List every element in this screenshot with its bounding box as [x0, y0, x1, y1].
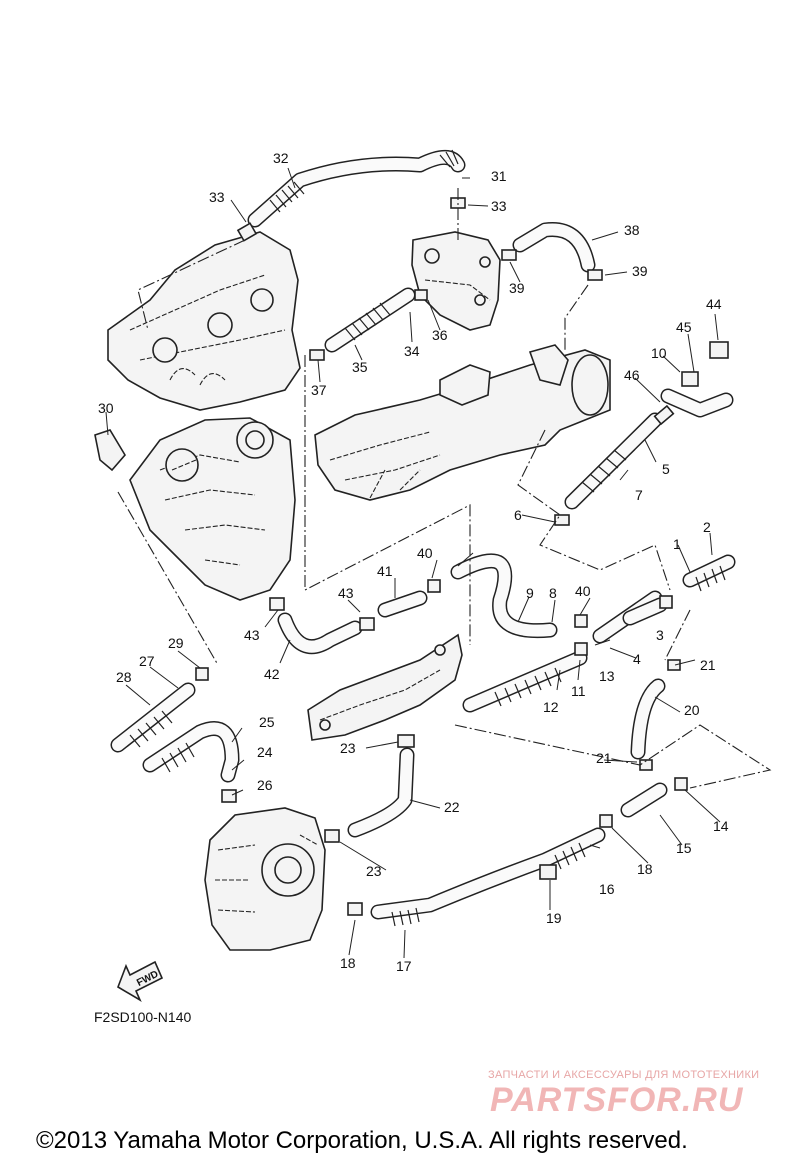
callout-29: 29	[168, 635, 184, 651]
callout-21b: 21	[596, 750, 612, 766]
callout-11: 11	[571, 683, 586, 699]
callout-14: 14	[713, 818, 729, 834]
callout-39b: 39	[509, 280, 525, 296]
callout-19: 19	[546, 910, 562, 926]
callout-46: 46	[624, 367, 640, 383]
callout-37: 37	[311, 382, 327, 398]
callout-12: 12	[543, 699, 559, 715]
callout-7: 7	[635, 487, 643, 503]
callout-30: 30	[98, 400, 114, 416]
copyright-notice: ©2013 Yamaha Motor Corporation, U.S.A. A…	[36, 1127, 688, 1154]
callout-10: 10	[651, 345, 667, 361]
water-box	[204, 807, 326, 951]
callout-4: 4	[633, 651, 641, 667]
callout-34: 34	[404, 343, 420, 359]
callout-31: 31	[491, 168, 507, 184]
callout-41: 41	[377, 563, 393, 579]
callout-40b: 40	[575, 583, 591, 599]
watermark-tagline: ЗАПЧАСТИ И АКСЕССУАРЫ ДЛЯ МОТОТЕХНИКИ	[488, 1069, 760, 1081]
callout-26: 26	[257, 777, 273, 793]
callout-43b: 43	[244, 627, 260, 643]
engine-block	[129, 417, 296, 601]
callout-32: 32	[273, 150, 289, 166]
callout-33a: 33	[491, 198, 507, 214]
clamps	[94, 197, 729, 916]
callout-44: 44	[706, 296, 722, 312]
callout-15: 15	[676, 840, 692, 856]
callout-9: 9	[526, 585, 534, 601]
callout-17: 17	[396, 958, 412, 974]
callout-1: 1	[673, 536, 681, 552]
callout-38: 38	[624, 222, 640, 238]
callout-21a: 21	[700, 657, 716, 673]
callout-28: 28	[116, 669, 132, 685]
callout-24: 24	[257, 744, 273, 760]
callout-45: 45	[676, 319, 692, 335]
callout-3: 3	[656, 627, 664, 643]
callout-27: 27	[139, 653, 155, 669]
callout-23b: 23	[366, 863, 382, 879]
fwd-arrow: FWD	[117, 960, 164, 1002]
leader-lines	[105, 167, 721, 959]
top-bracket	[411, 231, 501, 331]
watermark-logo: PARTSFOR.RU	[490, 1081, 744, 1119]
callout-40a: 40	[417, 545, 433, 561]
callout-25: 25	[259, 714, 275, 730]
callout-33b: 33	[209, 189, 225, 205]
callouts: 32 31 33 33 38 39 39 36 34 35 37 44 45 1…	[98, 150, 729, 974]
callout-6: 6	[514, 507, 522, 523]
callout-22: 22	[444, 799, 460, 815]
callout-43a: 43	[338, 585, 354, 601]
callout-5: 5	[662, 461, 670, 477]
callout-16: 16	[599, 881, 615, 897]
callout-23a: 23	[340, 740, 356, 756]
bellows-marks	[129, 149, 726, 927]
callout-8: 8	[549, 585, 557, 601]
lower-pipe	[307, 633, 463, 741]
callout-39a: 39	[632, 263, 648, 279]
callout-35: 35	[352, 359, 368, 375]
callout-13: 13	[599, 668, 615, 684]
callout-20: 20	[684, 702, 700, 718]
callout-36: 36	[432, 327, 448, 343]
callout-18a: 18	[637, 861, 653, 877]
callout-2: 2	[703, 519, 711, 535]
exhaust-chamber	[314, 344, 611, 501]
callout-18b: 18	[340, 955, 356, 971]
guide-lines	[117, 188, 772, 789]
drawing-code: F2SD100-N140	[94, 1009, 192, 1025]
callout-42: 42	[264, 666, 280, 682]
exhaust-manifold	[107, 231, 301, 411]
